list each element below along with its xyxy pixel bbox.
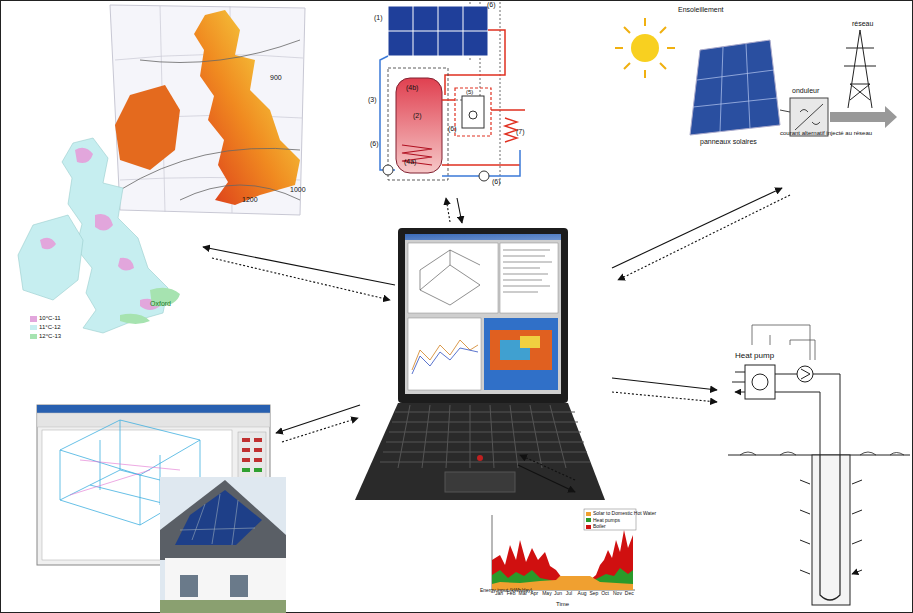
legend-swatch (30, 316, 37, 321)
legend-entry: Solar to Domestic Hot Water (586, 511, 656, 517)
callout-number: (7) (516, 128, 525, 136)
month-label: Apr (530, 591, 538, 597)
axis-title: Time (556, 601, 569, 608)
legend-text: 10°C-11 (39, 315, 61, 322)
legend-swatch (586, 512, 591, 516)
callout-number: (1) (374, 14, 383, 22)
callout-number: (6) (448, 125, 457, 133)
legend-text: Boiler (593, 524, 606, 530)
legend-entry: Boiler (586, 524, 606, 530)
legend-swatch (30, 325, 37, 330)
month-label: Nov (613, 591, 622, 597)
legend-entry: 11°C-12 (30, 324, 61, 331)
callout-number: (5) (466, 89, 473, 96)
pv-label: réseau (852, 20, 873, 28)
month-label: Sep (589, 591, 598, 597)
month-label: Oct (601, 591, 609, 597)
callout-number: (6) (492, 178, 501, 186)
legend-entry: Heat pumps (586, 518, 620, 524)
component-label: Heat pump (735, 352, 774, 361)
month-label: Mar (519, 591, 528, 597)
callout-number: (4a) (404, 158, 416, 166)
callout-number: (3) (368, 96, 377, 104)
pv-label: Ensoleillement (678, 6, 724, 14)
legend-text: 12°C-13 (39, 333, 61, 340)
callout-number: (2) (413, 112, 422, 120)
callout-number: (4b) (406, 84, 418, 92)
callout-number: (6) (370, 140, 379, 148)
legend-text: 11°C-12 (39, 324, 61, 331)
month-label: Jan (495, 591, 503, 597)
month-label: May (542, 591, 551, 597)
month-label: Jun (554, 591, 562, 597)
month-label: Aug (578, 591, 587, 597)
legend-swatch (586, 518, 591, 522)
pv-label: panneaux solaires (700, 138, 757, 146)
month-label: Dec (625, 591, 634, 597)
legend-swatch (586, 525, 591, 529)
legend-text: Heat pumps (593, 518, 620, 524)
legend-text: Solar to Domestic Hot Water (593, 511, 656, 517)
pv-label: onduleur (792, 87, 819, 95)
legend-entry: 12°C-13 (30, 333, 61, 340)
callout-number: (6) (487, 1, 496, 9)
contour-value: 900 (270, 74, 282, 82)
contour-value: 1200 (242, 196, 258, 204)
legend-entry: 10°C-11 (30, 315, 61, 322)
contour-value: 1000 (290, 186, 306, 194)
place-name: Oxford (150, 300, 171, 308)
month-label: Feb (507, 591, 516, 597)
month-label: Jul (566, 591, 572, 597)
pv-label: courant alternatif injecté au réseau (780, 130, 872, 137)
legend-swatch (30, 334, 37, 339)
